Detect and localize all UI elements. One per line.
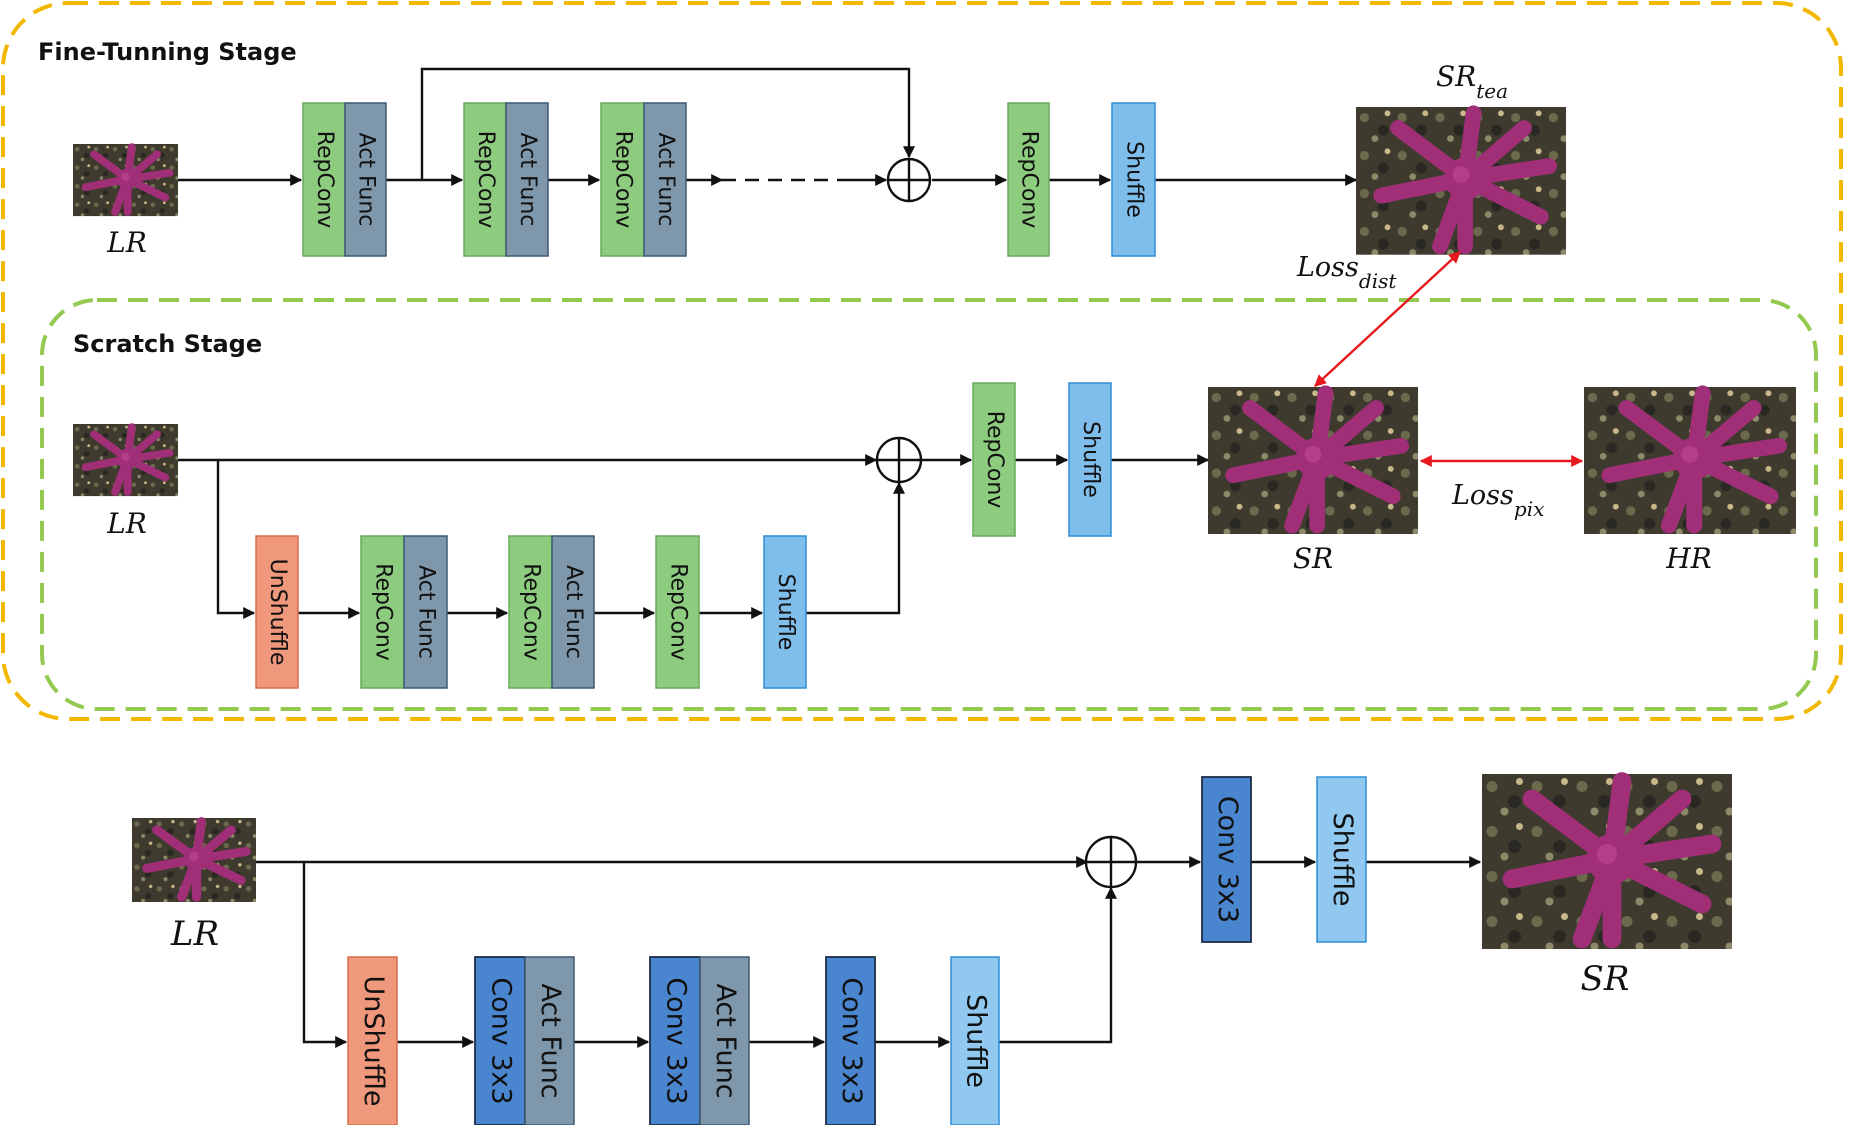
svg-text:RepConv: RepConv bbox=[371, 563, 396, 661]
sc-shuffle-top: Shuffle bbox=[1068, 382, 1112, 537]
sc-shuffle: Shuffle bbox=[763, 535, 807, 689]
sc-repconv-1: RepConv bbox=[360, 535, 405, 689]
svg-text:Conv 3x3: Conv 3x3 bbox=[661, 977, 692, 1104]
dp-act-func-2: Act Func bbox=[699, 956, 750, 1125]
loss-dist-label: Lossdist bbox=[1296, 252, 1397, 293]
ft-act-func-1: Act Func bbox=[344, 102, 387, 257]
deployed-pipeline: UnShuffle Conv 3x3 Act Func Conv 3x3 Act… bbox=[132, 774, 1732, 1125]
dp-shuffle-top: Shuffle bbox=[1316, 776, 1367, 943]
sc-sr-label: SR bbox=[1293, 542, 1333, 575]
sc-act-func-1: Act Func bbox=[403, 535, 448, 689]
ft-shuffle: Shuffle bbox=[1111, 102, 1156, 257]
dp-conv3x3-2: Conv 3x3 bbox=[649, 956, 701, 1125]
sc-sr-image bbox=[1208, 387, 1418, 534]
svg-text:UnShuffle: UnShuffle bbox=[265, 559, 290, 666]
dp-sr-image bbox=[1482, 774, 1732, 949]
scratch-stage-border bbox=[40, 298, 1818, 711]
ft-lr-image bbox=[73, 144, 178, 216]
svg-text:RepConv: RepConv bbox=[611, 131, 636, 229]
fine-tuning-stage-title: Fine-Tunning Stage bbox=[38, 38, 297, 66]
svg-text:RepConv: RepConv bbox=[982, 411, 1007, 509]
hr-label: HR bbox=[1665, 542, 1712, 575]
dp-lr-label: LR bbox=[170, 914, 219, 954]
dp-conv3x3-1: Conv 3x3 bbox=[474, 956, 526, 1125]
svg-text:Act Func: Act Func bbox=[561, 565, 586, 659]
add-node-icon bbox=[1084, 835, 1138, 889]
ft-act-func-2: Act Func bbox=[505, 102, 549, 257]
sr-teacher-image bbox=[1356, 107, 1566, 255]
ft-repconv-2: RepConv bbox=[463, 102, 507, 257]
loss-pix-label: Losspix bbox=[1451, 480, 1544, 521]
svg-text:Shuffle: Shuffle bbox=[961, 994, 992, 1088]
hr-image bbox=[1584, 387, 1796, 534]
ft-repconv-1: RepConv bbox=[302, 102, 346, 257]
sc-lr-image bbox=[73, 424, 178, 496]
dp-act-func-1: Act Func bbox=[524, 956, 575, 1125]
svg-text:Act Func: Act Func bbox=[653, 133, 678, 227]
sc-repconv-3: RepConv bbox=[655, 535, 700, 689]
dp-lr-image bbox=[132, 818, 256, 902]
add-node-icon bbox=[875, 436, 923, 484]
svg-text:Act Func: Act Func bbox=[535, 983, 566, 1098]
fine-tuning-stage-border bbox=[1, 1, 1843, 721]
dp-conv3x3-3: Conv 3x3 bbox=[825, 956, 876, 1125]
svg-text:Act Func: Act Func bbox=[515, 133, 540, 227]
svg-text:Shuffle: Shuffle bbox=[1078, 421, 1103, 498]
loss-dist-arrow bbox=[1314, 251, 1461, 387]
svg-text:RepConv: RepConv bbox=[473, 131, 498, 229]
sc-unshuffle: UnShuffle bbox=[255, 535, 299, 689]
svg-text:Act Func: Act Func bbox=[414, 565, 439, 659]
svg-text:Conv 3x3: Conv 3x3 bbox=[836, 977, 867, 1104]
sc-repconv-top: RepConv bbox=[972, 382, 1016, 537]
svg-text:Conv 3x3: Conv 3x3 bbox=[1212, 796, 1243, 923]
svg-text:Shuffle: Shuffle bbox=[773, 574, 798, 651]
ft-lr-label: LR bbox=[106, 226, 147, 259]
ft-repconv-3: RepConv bbox=[600, 102, 645, 257]
sc-act-func-2: Act Func bbox=[551, 535, 595, 689]
scratch-pipeline: RepConv Shuffle UnShuffle RepConv Act Fu… bbox=[73, 382, 1796, 689]
svg-text:UnShuffle: UnShuffle bbox=[358, 976, 389, 1107]
dp-sr-label: SR bbox=[1581, 959, 1630, 999]
ft-act-func-3: Act Func bbox=[643, 102, 687, 257]
svg-text:Act Func: Act Func bbox=[354, 133, 379, 227]
dp-conv3x3-top: Conv 3x3 bbox=[1201, 776, 1252, 943]
svg-text:RepConv: RepConv bbox=[1017, 131, 1042, 229]
svg-text:Shuffle: Shuffle bbox=[1327, 812, 1358, 906]
svg-text:Shuffle: Shuffle bbox=[1122, 141, 1147, 218]
svg-text:Conv 3x3: Conv 3x3 bbox=[486, 977, 517, 1104]
dp-shuffle: Shuffle bbox=[950, 956, 1000, 1125]
fine-tuning-pipeline: RepConv Act Func RepConv Act Func RepCon… bbox=[73, 60, 1566, 259]
dp-unshuffle: UnShuffle bbox=[347, 956, 398, 1125]
svg-text:Act Func: Act Func bbox=[710, 983, 741, 1098]
scratch-stage-title: Scratch Stage bbox=[73, 330, 262, 358]
svg-text:RepConv: RepConv bbox=[519, 563, 544, 661]
svg-text:RepConv: RepConv bbox=[666, 563, 691, 661]
ft-repconv-4: RepConv bbox=[1007, 102, 1050, 257]
sc-lr-label: LR bbox=[106, 507, 147, 540]
sc-repconv-2: RepConv bbox=[508, 535, 553, 689]
add-node-icon bbox=[886, 157, 932, 203]
svg-text:RepConv: RepConv bbox=[312, 131, 337, 229]
sr-teacher-label: SRtea bbox=[1436, 60, 1508, 103]
